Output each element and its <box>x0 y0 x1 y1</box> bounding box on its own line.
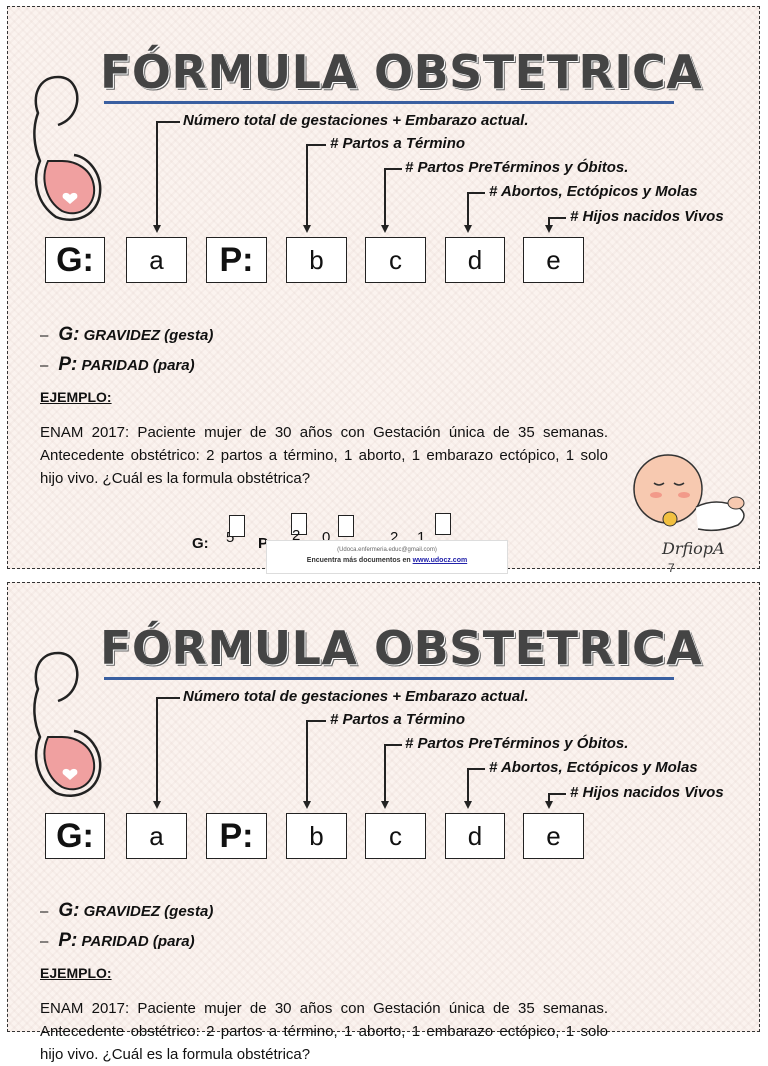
page-number: 7 <box>668 561 675 575</box>
label-gestaciones: Número total de gestaciones + Embarazo a… <box>183 688 529 705</box>
box-d: d <box>445 237 505 283</box>
answer-box <box>435 513 451 535</box>
answer-c: 0 <box>322 529 331 546</box>
arrow-down-icon <box>381 801 389 809</box>
box-g: G: <box>45 813 105 859</box>
example-text: ENAM 2017: Paciente mujer de 30 años con… <box>40 1000 608 1063</box>
answer-b: 2 <box>292 527 301 544</box>
example-text: ENAM 2017: Paciente mujer de 30 años con… <box>40 424 608 487</box>
arrow-down-icon <box>153 225 161 233</box>
box-e: e <box>523 813 584 859</box>
slide-2: FÓRMULA OBSTETRICA Número total de gesta… <box>7 582 760 1063</box>
arrow-down-icon <box>545 801 553 809</box>
box-p: P: <box>206 237 267 283</box>
signature: DrfiopA <box>662 539 725 558</box>
label-abortos: # Abortos, Ectópicos y Molas <box>489 183 698 200</box>
arrow-down-icon <box>545 225 553 233</box>
footer-banner: (Udoca.enfermeria.educ@gmail.com) Encuen… <box>266 540 508 574</box>
answer-d: 2 <box>390 529 399 546</box>
title-underline <box>104 101 674 104</box>
box-p: P: <box>206 813 267 859</box>
title-underline <box>104 677 674 680</box>
definition-p: –P: PARIDAD (para) <box>40 930 195 951</box>
label-gestaciones: Número total de gestaciones + Embarazo a… <box>183 112 529 129</box>
arrow-down-icon <box>381 225 389 233</box>
footer-email: (Udoca.enfermeria.educ@gmail.com) <box>337 547 437 553</box>
pregnant-woman-icon <box>33 651 102 797</box>
label-vivos: # Hijos nacidos Vivos <box>570 784 724 801</box>
label-vivos: # Hijos nacidos Vivos <box>570 208 724 225</box>
definition-g: –G: GRAVIDEZ (gesta) <box>40 900 214 921</box>
arrow-down-icon <box>303 801 311 809</box>
example-heading: EJEMPLO: <box>40 965 112 981</box>
label-abortos: # Abortos, Ectópicos y Molas <box>489 759 698 776</box>
box-a: a <box>126 813 187 859</box>
pregnant-woman-icon <box>33 75 102 221</box>
slide-title: FÓRMULA OBSTETRICA <box>100 621 703 675</box>
answer-box <box>291 513 307 535</box>
answer-g-label: G: <box>192 535 209 552</box>
label-termino: # Partos a Término <box>330 711 466 728</box>
box-g: G: <box>45 237 105 283</box>
example-heading: EJEMPLO: <box>40 389 112 405</box>
label-pretermino: # Partos PreTérminos y Óbitos. <box>405 735 629 752</box>
label-pretermino: # Partos PreTérminos y Óbitos. <box>405 159 629 176</box>
answer-e: 1 <box>417 529 426 546</box>
answer-box <box>229 515 245 537</box>
box-c: c <box>365 813 426 859</box>
definition-g: –G: GRAVIDEZ (gesta) <box>40 324 214 345</box>
box-a: a <box>126 237 187 283</box>
slide-1: FÓRMULA OBSTETRICA Número total de gesta… <box>7 6 760 575</box>
box-c: c <box>365 237 426 283</box>
footer-text: Encuentra más documentos en www.udocz.co… <box>306 557 468 564</box>
label-termino: # Partos a Término <box>330 135 466 152</box>
footer-link[interactable]: www.udocz.com <box>412 557 468 564</box>
baby-icon <box>633 454 745 532</box>
answer-box <box>338 515 354 537</box>
arrow-down-icon <box>303 225 311 233</box>
answer-g-value: 5 <box>226 529 235 546</box>
box-b: b <box>286 813 347 859</box>
arrow-down-icon <box>464 225 472 233</box>
box-b: b <box>286 237 347 283</box>
arrow-down-icon <box>153 801 161 809</box>
arrow-down-icon <box>464 801 472 809</box>
box-e: e <box>523 237 584 283</box>
definition-p: –P: PARIDAD (para) <box>40 354 195 375</box>
slide-title: FÓRMULA OBSTETRICA <box>100 45 703 99</box>
box-d: d <box>445 813 505 859</box>
